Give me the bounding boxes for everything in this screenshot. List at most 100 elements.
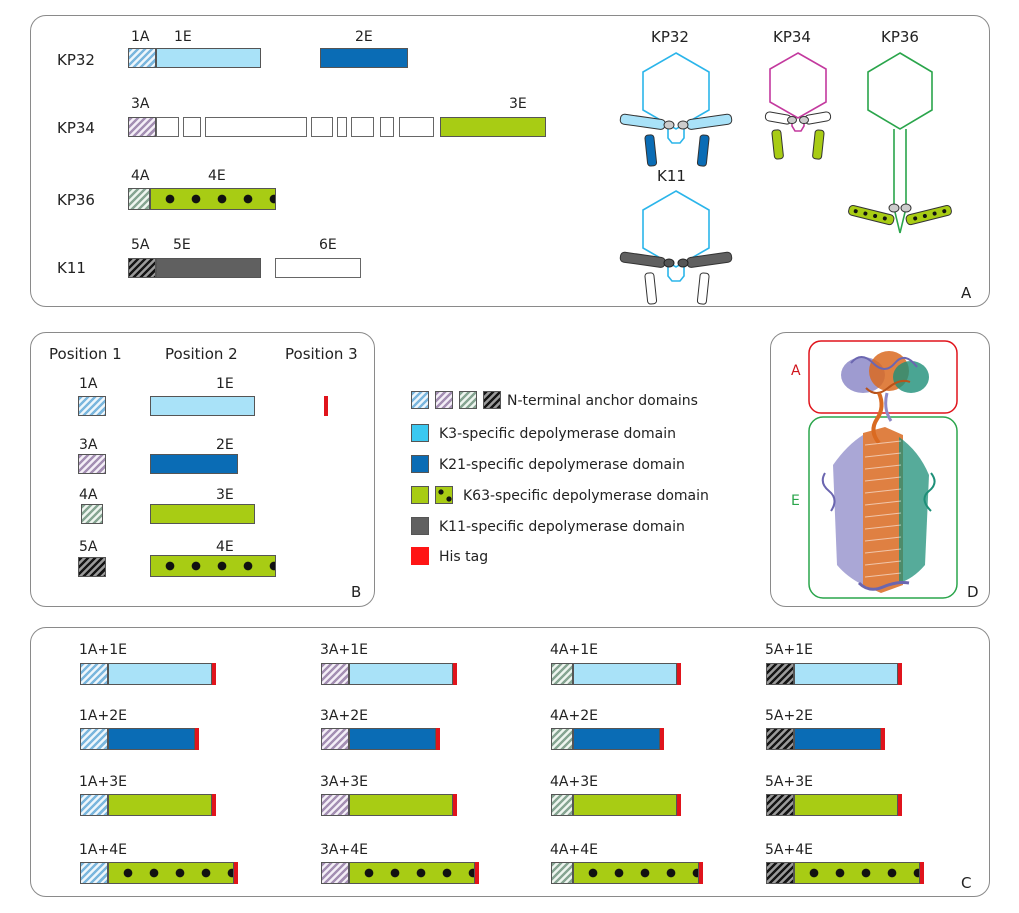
- pos1-label-4a: 4A: [79, 487, 98, 503]
- row-label-k11: K11: [57, 259, 86, 277]
- domain-label-4a: 4A: [131, 168, 150, 184]
- anchor-1a: [128, 48, 156, 68]
- empty-block: [183, 117, 201, 137]
- construct-anchor: [321, 663, 349, 685]
- domain-5e: [156, 258, 261, 278]
- anchor-1a: [78, 396, 106, 416]
- pos1-label-3a: 3A: [79, 437, 98, 453]
- row-label-kp34: KP34: [57, 119, 95, 137]
- his-tag: [324, 396, 328, 416]
- pos2-label-1e: 1E: [216, 376, 234, 392]
- domain-label-1e: 1E: [174, 29, 192, 45]
- empty-block: [337, 117, 347, 137]
- panel-b: Position 1 Position 2 Position 3 1A 3A 4…: [30, 332, 375, 607]
- construct-label: 4A+2E: [550, 708, 598, 724]
- legend-swatch-k3: [411, 424, 429, 442]
- empty-block: [380, 117, 394, 137]
- legend: N-terminal anchor domains K3-specific de…: [411, 387, 751, 567]
- domain-3e: [440, 117, 546, 137]
- construct-label: 3A+3E: [320, 774, 368, 790]
- construct-domain: [794, 862, 920, 884]
- construct-anchor: [766, 663, 794, 685]
- panel-c: 1A+1E 1A+2E 1A+3E 1A+4E 3A+1E 3A+2E 3A+3…: [30, 627, 990, 897]
- phage-label-kp36: KP36: [881, 28, 919, 46]
- construct-his-tag: [881, 728, 885, 750]
- domain-3e: [150, 504, 255, 524]
- construct-label: 3A+4E: [320, 842, 368, 858]
- anchor-4a: [81, 504, 103, 524]
- domain-6e: [275, 258, 361, 278]
- construct-anchor: [80, 663, 108, 685]
- row-label-kp36: KP36: [57, 191, 95, 209]
- domain-label-5e: 5E: [173, 237, 191, 253]
- anchor-3a: [78, 454, 106, 474]
- construct-his-tag: [898, 663, 902, 685]
- legend-label-k63: K63-specific depolymerase domain: [463, 488, 709, 504]
- anchor-5a: [128, 258, 156, 278]
- domain-2e: [320, 48, 408, 68]
- pos1-label-5a: 5A: [79, 539, 98, 555]
- construct-his-tag: [212, 794, 216, 816]
- legend-swatch-k21: [411, 455, 429, 473]
- construct-domain: [573, 728, 660, 750]
- construct-domain: [108, 663, 212, 685]
- construct-his-tag: [660, 728, 664, 750]
- region-label-e: E: [791, 493, 800, 509]
- construct-anchor: [551, 862, 573, 884]
- construct-domain: [349, 862, 475, 884]
- header-position-2: Position 2: [165, 345, 238, 363]
- empty-block: [205, 117, 307, 137]
- phage-kp32-illustration: [619, 52, 733, 167]
- legend-swatch-anchor-3: [459, 391, 477, 409]
- construct-label: 1A+3E: [79, 774, 127, 790]
- construct-label: 1A+1E: [79, 642, 127, 658]
- domain-label-4e: 4E: [208, 168, 226, 184]
- domain-4e: [150, 555, 276, 577]
- region-label-a: A: [791, 363, 801, 379]
- construct-anchor: [551, 663, 573, 685]
- construct-label: 5A+1E: [765, 642, 813, 658]
- domain-4e: [150, 188, 276, 210]
- construct-anchor: [80, 728, 108, 750]
- construct-label: 5A+3E: [765, 774, 813, 790]
- legend-swatch-anchor-4: [483, 391, 501, 409]
- domain-label-3e: 3E: [509, 96, 527, 112]
- construct-label: 1A+2E: [79, 708, 127, 724]
- domain-2e: [150, 454, 238, 474]
- legend-swatch-his-tag: [411, 547, 429, 565]
- header-position-1: Position 1: [49, 345, 122, 363]
- legend-label-k3: K3-specific depolymerase domain: [439, 426, 676, 442]
- domain-label-6e: 6E: [319, 237, 337, 253]
- row-label-kp32: KP32: [57, 51, 95, 69]
- construct-anchor: [551, 794, 573, 816]
- phage-kp34-illustration: [764, 52, 832, 160]
- construct-domain: [108, 794, 212, 816]
- legend-label-his-tag: His tag: [439, 549, 489, 565]
- phage-k11-illustration: [619, 190, 733, 305]
- protein-structure-illustration: [808, 340, 958, 599]
- panel-d: A E D: [770, 332, 990, 607]
- construct-label: 4A+3E: [550, 774, 598, 790]
- phage-kp36-illustration: [848, 52, 952, 234]
- construct-his-tag: [677, 794, 681, 816]
- construct-domain: [108, 862, 234, 884]
- construct-anchor: [80, 794, 108, 816]
- construct-his-tag: [475, 862, 479, 884]
- anchor-5a: [78, 557, 106, 577]
- phage-label-kp32: KP32: [651, 28, 689, 46]
- legend-label-k11: K11-specific depolymerase domain: [439, 519, 685, 535]
- legend-swatch-anchor-2: [435, 391, 453, 409]
- construct-his-tag: [234, 862, 238, 884]
- construct-anchor: [766, 794, 794, 816]
- construct-domain: [349, 794, 453, 816]
- legend-swatch-k63: [411, 486, 429, 504]
- construct-domain: [573, 663, 677, 685]
- construct-domain: [794, 663, 898, 685]
- construct-his-tag: [699, 862, 703, 884]
- domain-label-1a: 1A: [131, 29, 150, 45]
- pos2-label-4e: 4E: [216, 539, 234, 555]
- construct-anchor: [321, 862, 349, 884]
- construct-domain: [573, 794, 677, 816]
- construct-anchor: [766, 728, 794, 750]
- construct-his-tag: [436, 728, 440, 750]
